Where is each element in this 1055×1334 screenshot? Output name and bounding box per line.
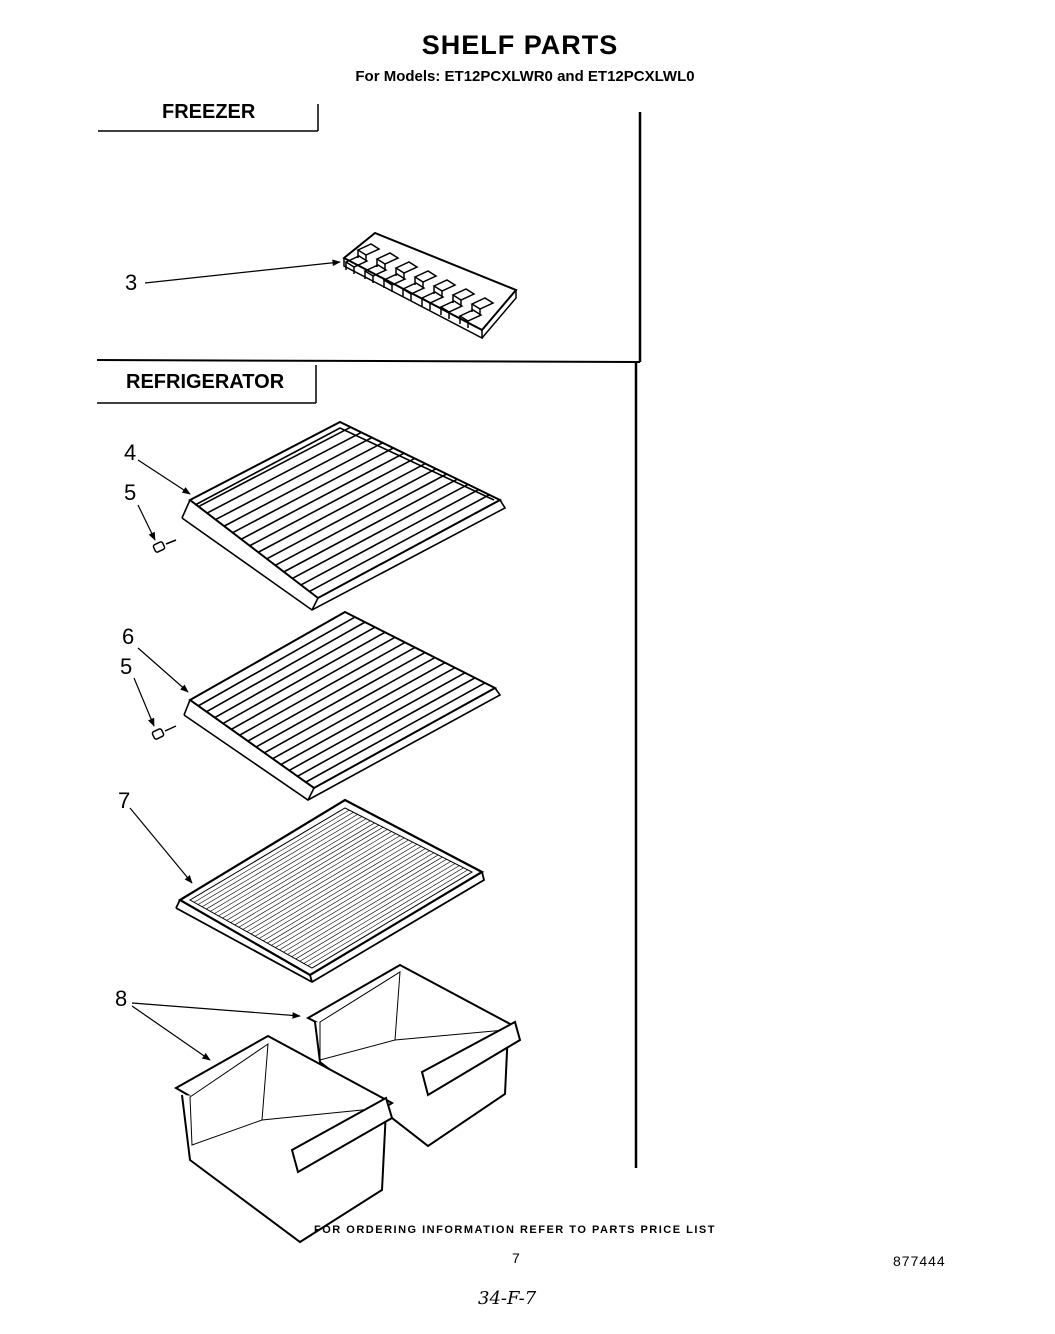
crisper-cover-glass bbox=[175, 798, 486, 984]
freezer-section-label: FREEZER bbox=[162, 101, 256, 123]
ice-cube-tray bbox=[342, 231, 518, 340]
callout-7: 7 bbox=[118, 788, 131, 813]
shelf-bushing-lower bbox=[151, 725, 177, 740]
handwritten-note: 34-F-7 bbox=[478, 1288, 537, 1309]
crisper-drawer-left bbox=[173, 1034, 394, 1244]
callout-6: 6 bbox=[122, 624, 135, 649]
crisper-drawer-right bbox=[305, 963, 522, 1148]
ordering-note: FOR ORDERING INFORMATION REFER TO PARTS … bbox=[314, 1224, 716, 1236]
section-frame bbox=[96, 104, 642, 1168]
callout-8: 8 bbox=[115, 986, 128, 1011]
wire-shelf-upper bbox=[181, 420, 507, 611]
callout-5-lower: 5 bbox=[120, 654, 133, 679]
callout-5-upper: 5 bbox=[124, 480, 137, 505]
shelf-bushing-upper bbox=[152, 539, 177, 553]
callout-3: 3 bbox=[125, 270, 138, 295]
callout-4: 4 bbox=[124, 440, 137, 465]
document-code: 877444 bbox=[893, 1253, 946, 1269]
model-subtitle: For Models: ET12PCXLWR0 and ET12PCXLWL0 bbox=[355, 68, 695, 85]
page-number: 7 bbox=[512, 1250, 520, 1266]
wire-shelf-lower bbox=[183, 610, 502, 801]
refrigerator-section-label: REFRIGERATOR bbox=[126, 371, 285, 393]
page-title: SHELF PARTS bbox=[421, 30, 619, 60]
leader-arrows bbox=[129, 259, 341, 1061]
